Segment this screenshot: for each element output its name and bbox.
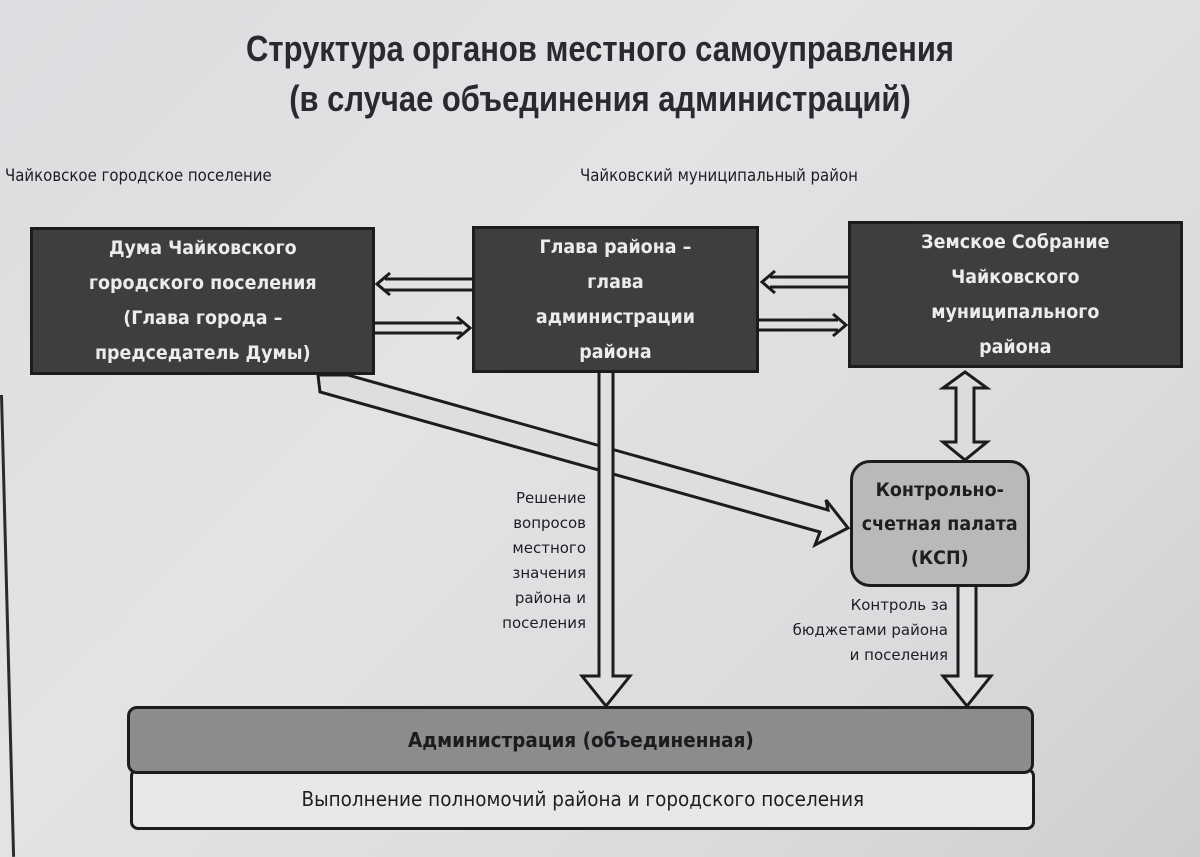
arrow-ksp-to-admin [939,587,995,709]
node-duma: Дума Чайковского городского поселения (Г… [30,227,375,375]
node-zemskoe-sobranie: Земское Собрание Чайковского муниципальн… [848,221,1183,368]
edge-label-ksp-admin: Контроль за бюджетами района и поселения [792,596,948,664]
node-admin-label: Администрация (объединенная) [407,728,754,752]
node-administration: Администрация (объединенная) [127,706,1034,774]
arrow-head [759,269,776,295]
arrow-head [832,312,849,338]
node-zemskoe-label: Земское Собрание Чайковского муниципальн… [921,230,1110,358]
node-glava-rayona: Глава района – глава администрации район… [472,226,759,373]
edge-label-glava-admin: Решение вопросов местного значения район… [502,489,586,632]
arrow-glava-to-admin [578,373,634,709]
section-label-district: Чайковский муниципальный район [580,166,858,186]
node-ksp-label: Контрольно- счетная палата (КСП) [862,478,1018,569]
diagram-title: Структура органов местного самоуправлени… [246,28,954,69]
arrow-head [374,271,391,297]
node-execution-label: Выполнение полномочий района и городског… [301,787,864,811]
arrow-zemskoe-ksp [938,370,992,462]
arrow-glava-to-zemskoe [759,312,849,338]
node-ksp: Контрольно- счетная палата (КСП) [850,460,1030,587]
section-label-settlement: Чайковское городское поселение [5,166,272,186]
arrow-head [456,315,473,341]
arrow-duma-to-glava [375,315,473,341]
arrow-duma-to-ksp [316,373,851,549]
arrow-glava-to-duma [374,271,472,297]
node-glava-label: Глава района – глава администрации район… [535,235,696,363]
node-execution: Выполнение полномочий района и городског… [130,768,1035,830]
node-duma-label: Дума Чайковского городского поселения (Г… [88,237,317,364]
diagram-subtitle: (в случае объединения администраций) [289,78,911,119]
arrow-zemskoe-to-glava [759,269,848,295]
